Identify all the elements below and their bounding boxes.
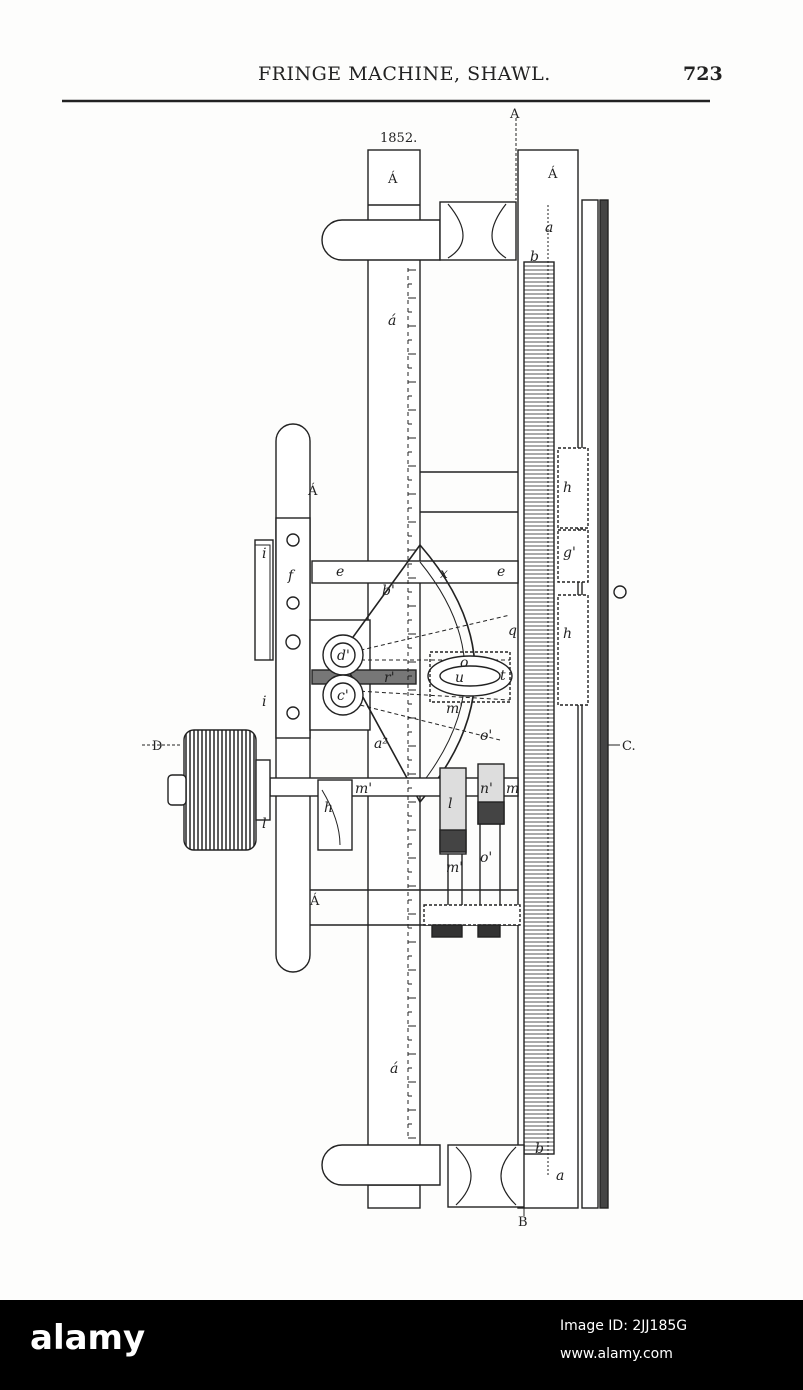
- label-i-lower: i: [262, 694, 266, 710]
- label-o: o: [460, 655, 468, 671]
- label-f: f: [287, 568, 296, 584]
- site-url-text: www.alamy.com: [560, 1346, 673, 1362]
- label-g-prime: g': [563, 545, 576, 561]
- watermark-logo: alamy: [30, 1318, 146, 1358]
- shaft-e: [311, 560, 519, 584]
- label-m: m: [506, 781, 519, 797]
- label-c-prime: c': [337, 688, 349, 704]
- label-l: l: [448, 796, 452, 812]
- image-id-text: Image ID: 2JJ185G: [560, 1318, 688, 1334]
- label-r-prime: r': [384, 670, 395, 686]
- label-i-upper: i: [262, 546, 266, 562]
- page-number: 723: [683, 63, 723, 85]
- label-h-left: h: [324, 800, 333, 816]
- label-D-left: D: [152, 739, 162, 754]
- label-o-prime-lower: o': [480, 850, 492, 866]
- label-a-bottom: a: [556, 1168, 564, 1184]
- label-l-left: l: [262, 816, 266, 832]
- label-e-right: e: [497, 564, 505, 580]
- book-page: FRINGE MACHINE, SHAWL. 723: [62, 63, 723, 1230]
- label-q: q: [508, 623, 517, 639]
- bottom-cross-bar: [321, 1144, 441, 1186]
- label-a2: a²: [374, 736, 388, 752]
- label-x: x: [440, 566, 448, 582]
- label-a-prime-bottom: á: [390, 1061, 398, 1077]
- label-A-prime-left: Á: [387, 171, 398, 187]
- right-edge-bar: [599, 199, 609, 1209]
- label-e-left: e: [336, 564, 344, 580]
- label-B-bottom: B: [518, 1215, 528, 1230]
- top-cross-bar: [321, 219, 441, 261]
- watermark-footer: [0, 1300, 803, 1390]
- label-A-top: A: [509, 107, 520, 122]
- year-label: 1852.: [380, 131, 417, 146]
- label-o-prime-upper: o': [480, 728, 492, 744]
- label-b-prime: b': [382, 583, 395, 599]
- label-u: u: [455, 670, 464, 686]
- label-b-bottom: b: [535, 1141, 544, 1157]
- label-h-lower: h: [563, 626, 572, 642]
- comb-rack: [523, 261, 555, 1155]
- label-A-prime-mid: Á: [307, 483, 318, 499]
- label-A-prime-right: Á: [547, 166, 558, 182]
- label-d-prime: d': [337, 648, 350, 664]
- label-h-upper: h: [563, 480, 572, 496]
- fringe-machine-drawing: 1852. A B C. D Á Á Á Á a a á á a² b b b'…: [62, 99, 710, 1230]
- label-C-right: C.: [622, 739, 636, 754]
- label-t: t: [500, 668, 506, 684]
- shuttle-u: [427, 655, 513, 697]
- label-a-prime-top: á: [388, 313, 396, 329]
- label-m-prime-lower: m': [446, 860, 463, 876]
- label-m-prime-upper: m': [446, 701, 463, 717]
- page-header-title: FRINGE MACHINE, SHAWL.: [258, 63, 551, 85]
- label-n-prime: n': [480, 781, 493, 797]
- label-a-top: a: [545, 220, 553, 236]
- gear-c: [322, 674, 364, 716]
- drive-pulley: [183, 729, 257, 851]
- label-m-prime-mid: m': [355, 781, 372, 797]
- label-A-prime-low: Á: [309, 893, 320, 909]
- label-b-top: b: [530, 249, 539, 265]
